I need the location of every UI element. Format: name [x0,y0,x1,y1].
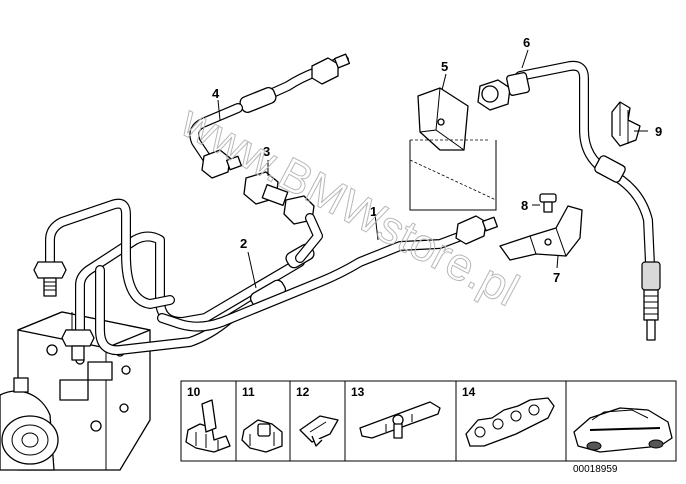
brake-pipe-hook [33,198,175,361]
callout-8: 8 [521,198,528,213]
callout-6: 6 [523,35,530,50]
document-number: 00018959 [573,464,618,475]
inset-label-13: 13 [351,385,365,399]
callout-4: 4 [212,86,220,101]
callout-2: 2 [240,236,247,251]
inset-panel-14: 14 [462,385,555,447]
inset-panel-12: 12 [296,385,339,447]
watermark-text: www.BMWstore.pl [172,94,527,316]
inset-label-12: 12 [296,385,310,399]
callout-1: 1 [370,204,377,219]
bolt-8 [539,193,557,213]
inset-panel-11: 11 [241,385,283,453]
union-connector-3 [243,171,323,263]
callout-5: 5 [441,59,448,74]
callout-9: 9 [655,124,662,139]
inset-label-10: 10 [187,385,201,399]
bracket-7 [499,205,583,261]
spring-clip-9 [611,101,641,147]
inset-panel-10: 10 [185,385,231,453]
brake-pipe-4 [189,53,351,179]
inset-vehicle-locator [573,407,673,453]
callout-3: 3 [263,144,270,159]
inset-label-11: 11 [242,385,255,399]
brake-pipe-1 [157,215,498,332]
bracket-5 [409,87,497,211]
inset-panel-13: 13 [351,385,441,439]
callout-7: 7 [553,270,560,285]
leader-lines [217,49,648,289]
brake-hose-6 [477,60,661,341]
inset-label-14: 14 [462,385,476,399]
